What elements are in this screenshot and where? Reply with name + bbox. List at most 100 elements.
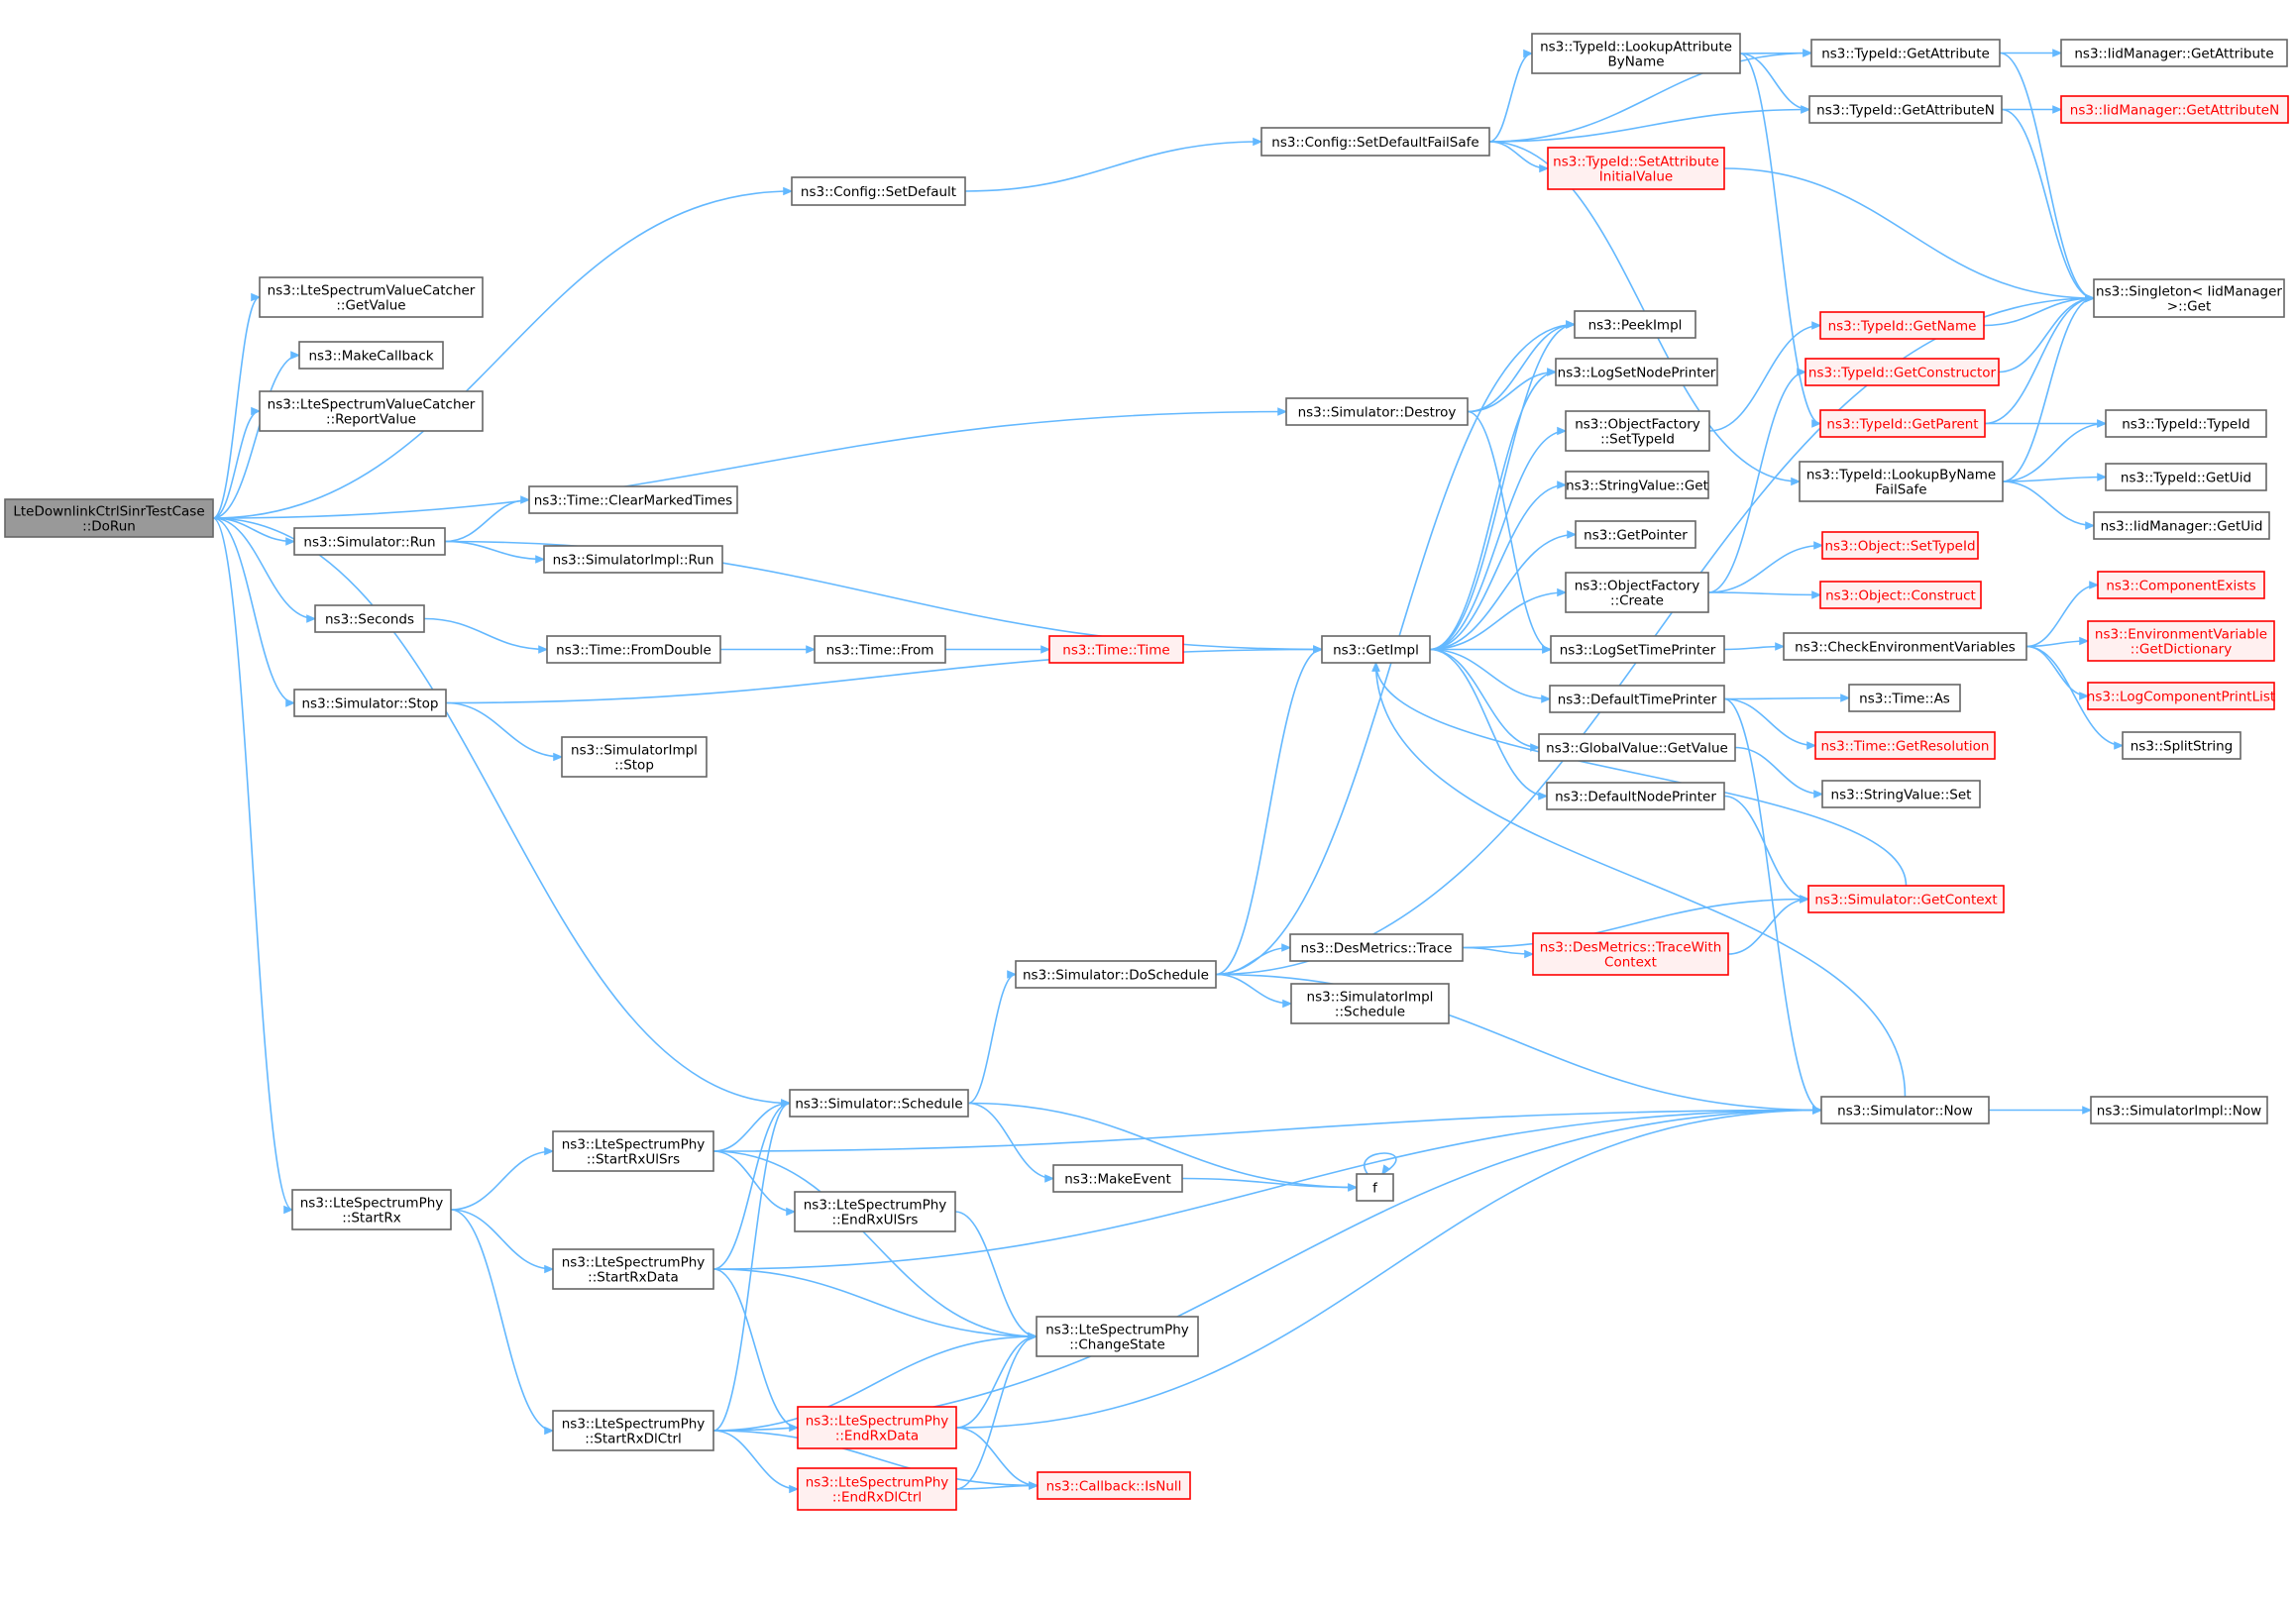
node-box (2060, 95, 2289, 124)
node-time-getres[interactable]: ns3::Time::GetResolution (1814, 731, 1996, 760)
node-strval-set[interactable]: ns3::StringValue::Set (1821, 780, 1981, 808)
node-sim-schedule[interactable]: ns3::Simulator::Schedule (789, 1089, 969, 1118)
node-label: ns3::Singleton< IidManager (2096, 284, 2282, 300)
node-getimpl[interactable]: ns3::GetImpl (1321, 635, 1431, 664)
node-label: f (1372, 1181, 1378, 1197)
edge-checkenvvars-to-splitstring (2025, 645, 2125, 750)
node-lsp-startrxdlctrl[interactable]: ns3::LteSpectrumPhy::StartRxDlCtrl (552, 1410, 714, 1451)
node-iid-getuid[interactable]: ns3::IidManager::GetUid (2093, 511, 2270, 540)
node-componentexists[interactable]: ns3::ComponentExists (2097, 571, 2265, 599)
node-defaulttimeprinter[interactable]: ns3::DefaultTimePrinter (1549, 685, 1725, 713)
node-lsvc-report[interactable]: ns3::LteSpectrumValueCatcher::ReportValu… (259, 390, 484, 432)
node-label: ns3::CheckEnvironmentVariables (1795, 640, 2016, 656)
node-simimpl-run[interactable]: ns3::SimulatorImpl::Run (543, 545, 723, 574)
node-box (1783, 632, 2027, 661)
node-root[interactable]: LteDownlinkCtrlSinrTestCase::DoRun (4, 498, 214, 538)
node-lsvc-getvalue[interactable]: ns3::LteSpectrumValueCatcher::GetValue (259, 276, 484, 318)
node-tid-getuid[interactable]: ns3::TypeId::GetUid (2105, 463, 2267, 491)
node-lsp-startrxulsrs[interactable]: ns3::LteSpectrumPhy::StartRxUlSrs (552, 1130, 714, 1172)
call-edges (212, 49, 2125, 1494)
node-label: ns3::IidManager::GetAttribute (2074, 47, 2273, 62)
node-label: ::Schedule (1335, 1005, 1405, 1020)
node-tid-getparent[interactable]: ns3::TypeId::GetParent (1819, 409, 1986, 438)
node-f[interactable]: f (1356, 1173, 1394, 1202)
node-lsp-endrxdlctrl[interactable]: ns3::LteSpectrumPhy::EndRxDlCtrl (797, 1467, 957, 1511)
node-strval-get[interactable]: ns3::StringValue::Get (1565, 471, 1709, 499)
edge-lsp-startrxulsrs-to-lsp-endrxulsrs (712, 1150, 797, 1217)
node-defaultnodeprinter[interactable]: ns3::DefaultNodePrinter (1546, 782, 1725, 810)
edge-objf-settypeid-to-tid-getname (1708, 321, 1822, 432)
node-box (552, 1248, 714, 1290)
node-getpointer[interactable]: ns3::GetPointer (1575, 520, 1696, 549)
node-box (1321, 635, 1431, 664)
node-globalvalue-getvalue[interactable]: ns3::GlobalValue::GetValue (1538, 733, 1736, 762)
node-lsp-startrx[interactable]: ns3::LteSpectrumPhy::StartRx (291, 1189, 452, 1230)
node-callback-isnull[interactable]: ns3::Callback::IsNull (1037, 1471, 1191, 1500)
node-sim-doschedule[interactable]: ns3::Simulator::DoSchedule (1015, 960, 1217, 989)
node-time-as[interactable]: ns3::Time::As (1848, 684, 1961, 712)
node-label: ::EndRxDlCtrl (832, 1490, 922, 1506)
node-simimpl-now[interactable]: ns3::SimulatorImpl::Now (2090, 1096, 2268, 1124)
node-tid-getattrn[interactable]: ns3::TypeId::GetAttributeN (1808, 95, 2003, 124)
node-cfg-setdefaultfs[interactable]: ns3::Config::SetDefaultFailSafe (1260, 127, 1490, 157)
node-obj-construct[interactable]: ns3::Object::Construct (1819, 581, 1982, 609)
node-label: ::GetValue (336, 298, 405, 314)
node-desmetrics-trace[interactable]: ns3::DesMetrics::Trace (1289, 933, 1464, 962)
node-label: ::SetTypeId (1600, 432, 1675, 448)
node-logcomponentprintlist[interactable]: ns3::LogComponentPrintList (2087, 682, 2275, 710)
node-time-time[interactable]: ns3::Time::Time (1048, 635, 1184, 664)
node-splitstring[interactable]: ns3::SplitString (2122, 731, 2241, 760)
node-singleton-get[interactable]: ns3::Singleton< IidManager>::Get (2093, 278, 2285, 318)
node-box (1814, 731, 1996, 760)
node-objf-create[interactable]: ns3::ObjectFactory::Create (1565, 572, 1709, 613)
edge-checkenvvars-to-envvar-getdict (2025, 636, 2090, 648)
node-tid-getname[interactable]: ns3::TypeId::GetName (1819, 311, 1985, 340)
node-seconds[interactable]: ns3::Seconds (314, 604, 425, 633)
node-box (1565, 572, 1709, 613)
node-checkenvvars[interactable]: ns3::CheckEnvironmentVariables (1783, 632, 2027, 661)
node-makecallback[interactable]: ns3::MakeCallback (298, 341, 444, 370)
edge-root-to-sim-schedule (212, 517, 792, 1108)
node-logsetnodeprinter[interactable]: ns3::LogSetNodePrinter (1555, 358, 1718, 386)
edge-objf-create-to-tid-getconstructor (1707, 368, 1807, 593)
node-label: ns3::DesMetrics::Trace (1301, 941, 1453, 957)
edge-lsp-startrxdata-to-sim-schedule (712, 1099, 792, 1270)
node-time-clearmarked[interactable]: ns3::Time::ClearMarkedTimes (528, 485, 738, 514)
edge-checkenvvars-to-logcomponentprintlist (2025, 645, 2090, 700)
node-iid-getattrn[interactable]: ns3::IidManager::GetAttributeN (2060, 95, 2289, 124)
node-obj-settypeid[interactable]: ns3::Object::SetTypeId (1821, 531, 1979, 560)
node-sim-destroy[interactable]: ns3::Simulator::Destroy (1285, 397, 1469, 426)
node-simimpl-stop[interactable]: ns3::SimulatorImpl::Stop (561, 736, 708, 778)
node-box (1821, 531, 1979, 560)
node-lsp-endrxdata[interactable]: ns3::LteSpectrumPhy::EndRxData (797, 1406, 957, 1449)
node-objf-settypeid[interactable]: ns3::ObjectFactory::SetTypeId (1565, 410, 1710, 452)
node-tid-typeid[interactable]: ns3::TypeId::TypeId (2105, 409, 2267, 438)
node-time-from[interactable]: ns3::Time::From (814, 635, 946, 664)
node-sim-run[interactable]: ns3::Simulator::Run (293, 527, 446, 556)
node-box (552, 1410, 714, 1451)
node-tid-getattr[interactable]: ns3::TypeId::GetAttribute (1810, 39, 2001, 67)
node-cfg-setdefault[interactable]: ns3::Config::SetDefault (791, 176, 966, 206)
node-lsp-startrxdata[interactable]: ns3::LteSpectrumPhy::StartRxData (552, 1248, 714, 1290)
node-time-fromdouble[interactable]: ns3::Time::FromDouble (546, 635, 721, 664)
node-box (4, 498, 214, 538)
node-label: ns3::Callback::IsNull (1046, 1479, 1182, 1495)
node-lsp-endrxulsrs[interactable]: ns3::LteSpectrumPhy::EndRxUlSrs (794, 1191, 956, 1232)
node-tid-getconstructor[interactable]: ns3::TypeId::GetConstructor (1804, 358, 2000, 386)
node-peekimpl[interactable]: ns3::PeekImpl (1574, 310, 1696, 339)
node-sim-now[interactable]: ns3::Simulator::Now (1820, 1096, 1990, 1124)
node-makeevent[interactable]: ns3::MakeEvent (1052, 1164, 1183, 1193)
node-label: ns3::Time::Time (1062, 643, 1169, 659)
node-logsettimeprinter[interactable]: ns3::LogSetTimePrinter (1550, 635, 1725, 664)
node-sim-getcontext[interactable]: ns3::Simulator::GetContext (1807, 885, 2005, 913)
node-iid-getattr[interactable]: ns3::IidManager::GetAttribute (2060, 39, 2288, 67)
node-simimpl-schedule[interactable]: ns3::SimulatorImpl::Schedule (1290, 983, 1450, 1024)
node-box (1799, 461, 2004, 502)
node-envvar-getdict[interactable]: ns3::EnvironmentVariable::GetDictionary (2087, 620, 2275, 662)
node-lsp-changestate[interactable]: ns3::LteSpectrumPhy::ChangeState (1036, 1316, 1199, 1357)
node-sim-stop[interactable]: ns3::Simulator::Stop (293, 689, 447, 717)
